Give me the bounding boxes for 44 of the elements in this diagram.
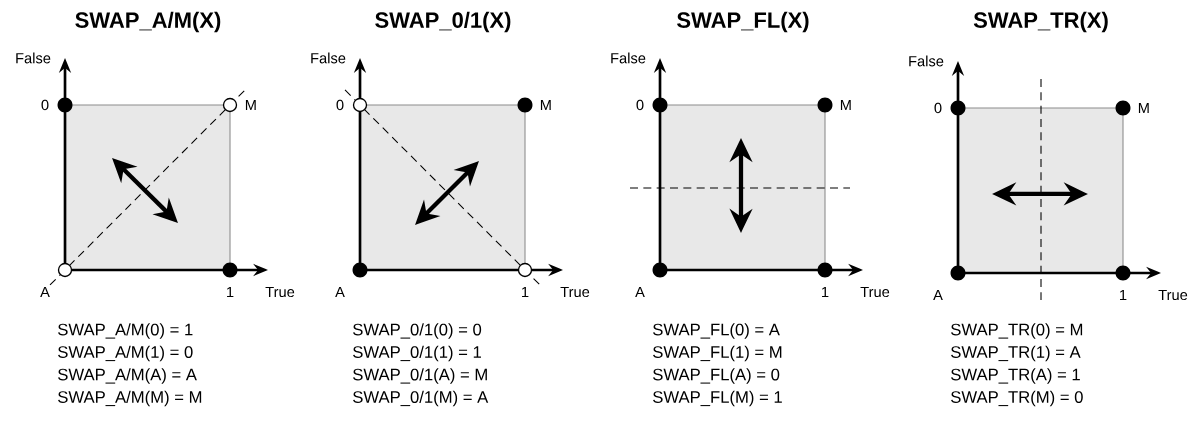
equation: SWAP_FL(0) = A bbox=[653, 323, 780, 339]
axis-label: True bbox=[560, 286, 590, 298]
equation: SWAP_FL(1) = M bbox=[653, 345, 782, 362]
panel-title: SWAP_0/1(X) bbox=[375, 11, 511, 33]
equation: SWAP_FL(A) = 0 bbox=[653, 368, 780, 384]
point-label: A bbox=[635, 286, 645, 298]
axis-label: False bbox=[16, 52, 51, 64]
point-label: 0 bbox=[336, 99, 344, 111]
panel-title: SWAP_A/M(X) bbox=[75, 11, 221, 33]
point-label: M bbox=[540, 99, 551, 111]
point-label: 0 bbox=[636, 99, 644, 111]
equation: SWAP_A/M(A) = A bbox=[58, 368, 197, 384]
point-label: 1 bbox=[1120, 289, 1127, 301]
point-label: A bbox=[335, 286, 345, 298]
point-label: 0 bbox=[41, 99, 49, 111]
axis-label: False bbox=[909, 55, 944, 67]
equation: SWAP_TR(1) = A bbox=[951, 345, 1081, 362]
equation: SWAP_0/1(1) = 1 bbox=[353, 345, 481, 362]
equation: SWAP_TR(A) = 1 bbox=[951, 368, 1080, 384]
point-label: 1 bbox=[822, 286, 829, 298]
axis-label: True bbox=[265, 286, 295, 298]
point-label: M bbox=[1138, 102, 1149, 114]
axis-label: True bbox=[860, 286, 890, 298]
point-label: 1 bbox=[522, 286, 529, 298]
equation: SWAP_0/1(M) = A bbox=[353, 390, 489, 407]
point-label: 0 bbox=[934, 102, 942, 114]
axis-label: False bbox=[311, 52, 346, 64]
equation: SWAP_0/1(0) = 0 bbox=[353, 323, 482, 339]
panel-title: SWAP_TR(X) bbox=[973, 11, 1108, 33]
equation: SWAP_A/M(1) = 0 bbox=[58, 345, 193, 362]
equation: SWAP_TR(0) = M bbox=[951, 323, 1083, 339]
point-label: M bbox=[245, 99, 256, 111]
axis-label: False bbox=[611, 52, 646, 64]
equation: SWAP_A/M(0) = 1 bbox=[58, 323, 193, 339]
axis-label: True bbox=[1158, 289, 1188, 301]
equation: SWAP_0/1(A) = M bbox=[353, 368, 487, 384]
point-label: 1 bbox=[227, 286, 234, 298]
equation: SWAP_A/M(M) = M bbox=[58, 390, 202, 407]
panel-title: SWAP_FL(X) bbox=[677, 11, 809, 33]
point-label: M bbox=[840, 99, 851, 111]
equation: SWAP_FL(M) = 1 bbox=[653, 390, 782, 407]
point-label: A bbox=[933, 289, 943, 301]
point-label: A bbox=[40, 286, 50, 298]
equation: SWAP_TR(M) = 0 bbox=[951, 390, 1083, 407]
